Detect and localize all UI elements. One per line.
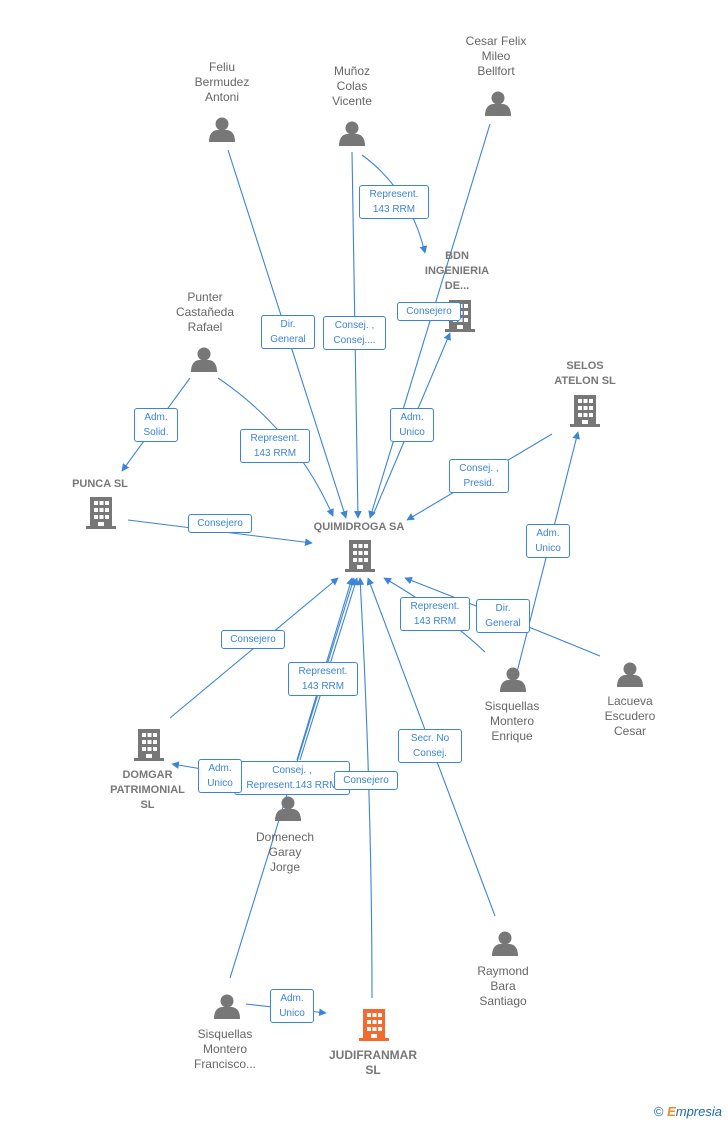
brand-initial: E	[667, 1104, 676, 1119]
relation-consej-presid[interactable]: Consej. , Presid.	[449, 459, 509, 493]
node-sisquellas-enrique[interactable]: Sisquellas Montero Enrique	[484, 699, 540, 743]
node-lacueva[interactable]: Lacueva Escudero Cesar	[604, 694, 656, 738]
node-domenech[interactable]: Domenech Garay Jorge	[255, 830, 315, 874]
building-icon-punca	[86, 497, 116, 529]
relation-adm-unico-bdn[interactable]: Adm. Unico	[390, 408, 434, 442]
node-cesar[interactable]: Cesar Felix Mileo Bellfort	[465, 34, 527, 78]
relation-secr-no-consej[interactable]: Secr. No Consej.	[398, 729, 462, 763]
node-bdn[interactable]: BDN INGENIERIA DE...	[424, 250, 490, 292]
relation-consejero-judi[interactable]: Consejero	[334, 771, 398, 790]
building-icon-selos	[570, 395, 600, 427]
node-domgar[interactable]: DOMGAR PATRIMONIAL SL	[110, 769, 185, 811]
relation-consejero-punca[interactable]: Consejero	[188, 514, 252, 533]
person-icon-raymond	[492, 931, 518, 956]
person-icon-domenech	[275, 796, 301, 821]
relation-represent-enrique[interactable]: Represent. 143 RRM	[400, 597, 470, 631]
person-icon-sisquellas-enrique	[500, 667, 526, 692]
person-icon-lacueva	[617, 662, 643, 687]
person-icon-punter	[191, 347, 217, 372]
node-judifranmar[interactable]: JUDIFRANMAR SL	[329, 1048, 417, 1077]
relation-adm-unico-domgar[interactable]: Adm. Unico	[198, 759, 242, 793]
person-icon-sisquellas-francisco	[214, 994, 240, 1019]
relation-consejero-bdn[interactable]: Consejero	[397, 302, 461, 321]
relation-consej-munoz[interactable]: Consej. , Consej....	[323, 316, 386, 350]
building-icon-quimidroga	[345, 540, 375, 572]
copyright-symbol: ©	[653, 1104, 664, 1119]
empresia-logo: © Empresia	[654, 1104, 722, 1119]
relation-dir-general-feliu[interactable]: Dir. General	[261, 315, 315, 349]
node-sisquellas-francisco[interactable]: Sisquellas Montero Francisco...	[193, 1027, 256, 1071]
relation-represent-punter[interactable]: Represent. 143 RRM	[240, 429, 310, 463]
building-icon-domgar	[134, 729, 164, 761]
node-punter[interactable]: Punter Castañeda Rafael	[175, 290, 235, 334]
brand-name: mpresia	[675, 1104, 722, 1119]
person-icon-cesar	[485, 91, 511, 116]
relation-consej-represent[interactable]: Consej. , Represent.143 RRM	[234, 761, 350, 795]
node-feliu[interactable]: Feliu Bermudez Antoni	[194, 60, 250, 104]
relation-represent-domenech[interactable]: Represent. 143 RRM	[288, 662, 358, 696]
relation-adm-unico-judi[interactable]: Adm. Unico	[270, 989, 314, 1023]
edge-cesar-quimidroga	[368, 123, 491, 519]
person-icon-feliu	[209, 117, 235, 142]
node-raymond[interactable]: Raymond Bara Santiago	[477, 964, 529, 1008]
node-munoz[interactable]: Muñoz Colas Vicente	[332, 64, 372, 108]
relation-represent-munoz-bdn[interactable]: Represent. 143 RRM	[359, 185, 429, 219]
node-punca[interactable]: PUNCA SL	[72, 478, 128, 490]
relation-adm-solid[interactable]: Adm. Solid.	[134, 408, 178, 442]
node-selos[interactable]: SELOS ATELON SL	[554, 360, 616, 387]
edge-judifranmar-quimidroga	[356, 577, 373, 999]
building-icon-judifranmar	[359, 1009, 389, 1041]
relation-dir-general-lacueva[interactable]: Dir. General	[476, 599, 530, 633]
relation-adm-unico-selos[interactable]: Adm. Unico	[526, 524, 570, 558]
relation-consejero-domgar[interactable]: Consejero	[221, 630, 285, 649]
person-icon-munoz	[339, 121, 365, 146]
node-quimidroga[interactable]: QUIMIDROGA SA	[313, 521, 405, 533]
